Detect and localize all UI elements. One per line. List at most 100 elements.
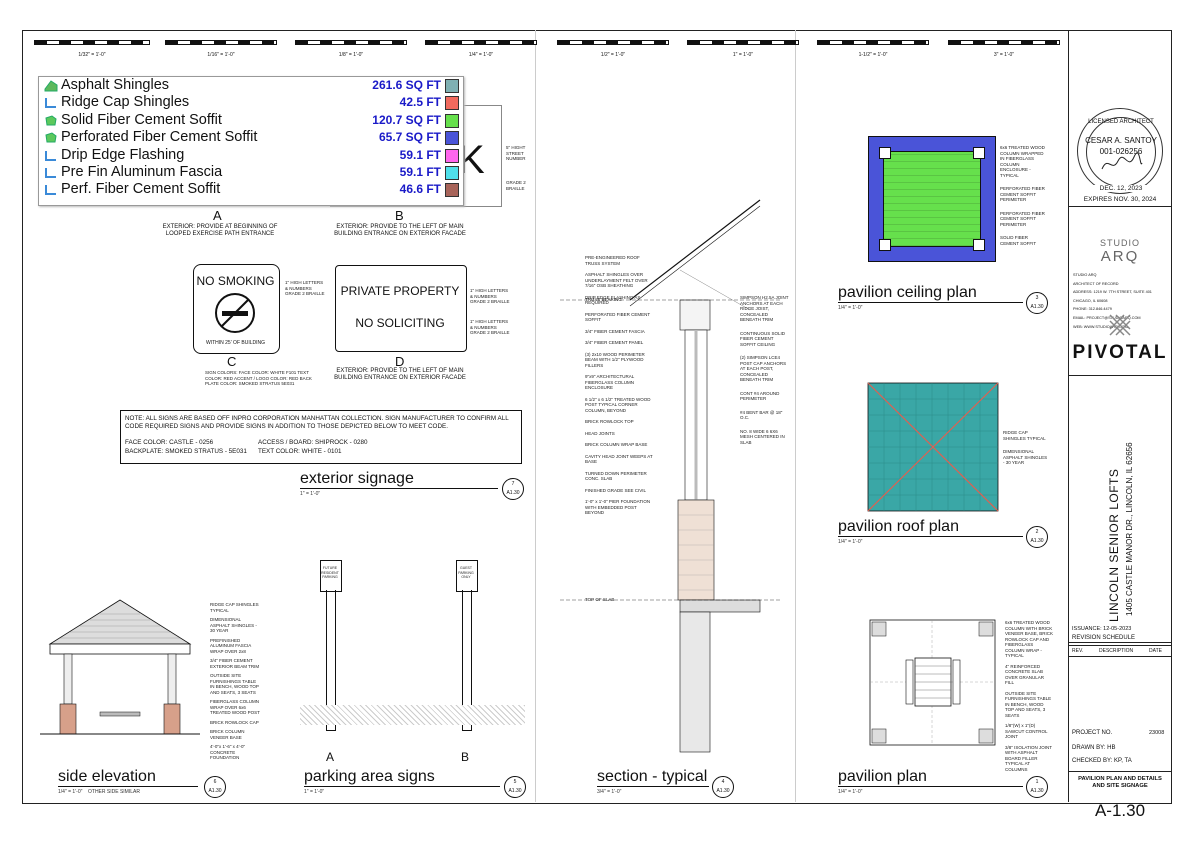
callout-note: 3/4" FIBER CEMENT FASCIA [585,328,645,334]
view-title-exterior-signage: exterior signage [300,470,414,487]
legend-item-value: 59.1 FT [399,147,441,162]
column [879,147,891,159]
ceiling-plan-drawing [868,136,996,262]
legend-color-swatch [445,165,459,180]
callout-note: BRICK COLUMN VENEER BASE [210,729,245,740]
tb-divider [1069,642,1171,643]
view-title-pavilion-plan: pavilion plan [838,768,927,785]
callout-note: DIMENSIONAL ASPHALT SHINGLES - 30 YEAR [210,617,257,633]
callout-note: 3/4" FIBER CEMENT EXTERIOR BEAM TRIM [210,658,260,669]
seal-number: 001-026256 [1099,147,1143,156]
callout-note: PREFINISHED ALUMINUM FASCIA WRAP OVER 2x… [210,637,252,654]
parking-post-a [326,590,336,731]
callout-note: CAVITY HEAD JOINT WEEPS AT BASE [585,453,653,465]
callout-note: #4 BENT BAR @ 18" O.C. [740,409,783,421]
view-title-ceiling-plan: pavilion ceiling plan [838,284,977,301]
access-board-color: ACCESS / BOARD: SHIPROCK - 0280 [258,439,368,446]
callout-note: 1'-0" x 1'-0" PIER FOUNDATION WITH EMBED… [585,499,651,515]
view-scale: 1" = 1'-0" [300,491,321,497]
signature-icon [1101,152,1143,170]
drawn-by: DRAWN BY: HB [1072,745,1116,751]
no-smoking-icon [215,293,255,333]
callout-note: RIDGE CAP SHINGLES TYPICAL [1003,430,1046,441]
callout-note: 3/8" ISOLATION JOINT WITH ASPHALT BOARD … [1005,744,1052,772]
section-drawing [560,199,780,753]
desc-col-header: DESCRIPTION [1099,648,1134,654]
revision-table: REV. DESCRIPTION DATE [1069,645,1171,716]
graphic-scale: 1/32" = 1'-0" [34,40,150,58]
callout-note: DRIP EDGE FLASHING AS REQUIRED [585,294,641,306]
legend-item-name: Perf. Fiber Cement Soffit [61,181,221,198]
architect-seal: LICENSED ARCHITECT CESAR A. SANTOY 001-0… [1077,108,1164,194]
callout-note: 4'-0"x 1'-6" x 4'-0" CONCRETE FOUNDATION [210,744,246,760]
callout-note: BRICK ROWLOCK CAP [210,719,259,725]
area-icon [45,115,57,126]
pavilion-plan-drawing [869,619,996,746]
callout-note: ASPHALT SHINGLES OVER UNDERLAYMENT FELT … [585,272,648,288]
callout-note: PERFORATED FIBER CEMENT SOFFIT PERIMETER [1000,210,1045,227]
callout-note: ARCHITECT OF RECORD [1073,281,1119,286]
linear-icon [45,150,57,161]
view-scale: 3/4" = 1'-0" [597,789,622,795]
sheet-title: PAVILION PLAN AND DETAILS AND SITE SIGNA… [1078,776,1162,789]
legend-item-name: Asphalt Shingles [61,77,170,93]
title-underline [300,488,498,489]
sign-d-letter: D [395,354,405,369]
seal-date: DEC. 12, 2023 [1078,185,1164,192]
sign-d-line1: PRIVATE PROPERTY [340,284,460,298]
callout-note: 9"x9" ARCHITECTURAL FIBERGLASS COLUMN EN… [585,374,635,390]
callout-note: OUTSIDE SITE FURNISHINGS TABLE IN BENCH,… [210,673,259,695]
legend-color-swatch [445,79,459,93]
graphic-scale: 1/2" = 1'-0" [557,40,669,58]
checked-by: CHECKED BY: KP, TA [1072,758,1132,764]
issuance-date: ISSUANCE: 12-05-2023 [1072,626,1132,632]
title-block: LICENSED ARCHITECT CESAR A. SANTOY 001-0… [1068,30,1171,820]
parking-sign-b [456,560,478,592]
callout-note: 4" REINFORCED CONCRETE SLAB OVER GRANULA… [1005,663,1045,686]
studio-logo-bottom: ARQ [1100,248,1140,265]
sign-d-line2: NO SOLICITING [355,316,445,330]
callout-note: CHICAGO, IL 60608 [1073,298,1108,303]
pivotal-logo-text: PIVOTAL [1072,342,1168,363]
view-scale: 1/4" = 1'-0" [838,305,863,311]
title-underline [597,786,709,787]
date-col-header: DATE [1149,648,1162,654]
legend-item-value: 59.1 FT [399,164,441,179]
view-scale: 1/4" = 1'-0" [838,539,863,545]
sign-a-caption: EXTERIOR: PROVIDE AT BEGINNING OF LOOPED… [162,224,278,237]
graphic-scale: 3" = 1'-0" [948,40,1060,58]
callout-note: SIMPSON H2.5A JOINT ANCHORS AT EACH RIDG… [740,295,789,322]
column [879,239,891,251]
sheet-number: A-1.30 [1094,801,1146,820]
callout-note: STUDIO ARQ [1073,273,1097,277]
callout-note: RIDGE CAP SHINGLES TYPICAL [210,602,259,613]
callout-note: CONTINUOUS SOLID FIBER CEMENT SOFFIT CEI… [740,330,786,347]
linear-icon [45,184,57,196]
graphic-scale: 1-1/2" = 1'-0" [817,40,929,58]
sign-c-colors: SIGN COLORS: FACE COLOR: WHITE F101 TEXT… [205,370,312,386]
legend-item-value: 46.6 FT [399,182,441,197]
view-title-section: section - typical [597,768,708,785]
text-color: TEXT COLOR: WHITE - 0101 [258,448,342,455]
sheet-divider [535,30,536,802]
column [973,239,985,251]
callout-note: HEAD JOINTS [585,430,615,436]
legend-row: Perf. Fiber Cement Soffit 46.6 FT [39,181,463,198]
legend-item-value: 120.7 SQ FT [372,112,441,127]
sign-b-letter: B [395,208,404,223]
legend-color-swatch [445,131,459,146]
parking-sign-b-label: B [461,750,470,764]
callout-note: FINISHED GRADE SEE CIVIL [585,487,647,493]
section-notes-right: SIMPSON H2.5A JOINT ANCHORS AT EACH RIDG… [740,295,790,453]
tb-divider [1069,375,1171,376]
legend-color-swatch [445,113,459,128]
